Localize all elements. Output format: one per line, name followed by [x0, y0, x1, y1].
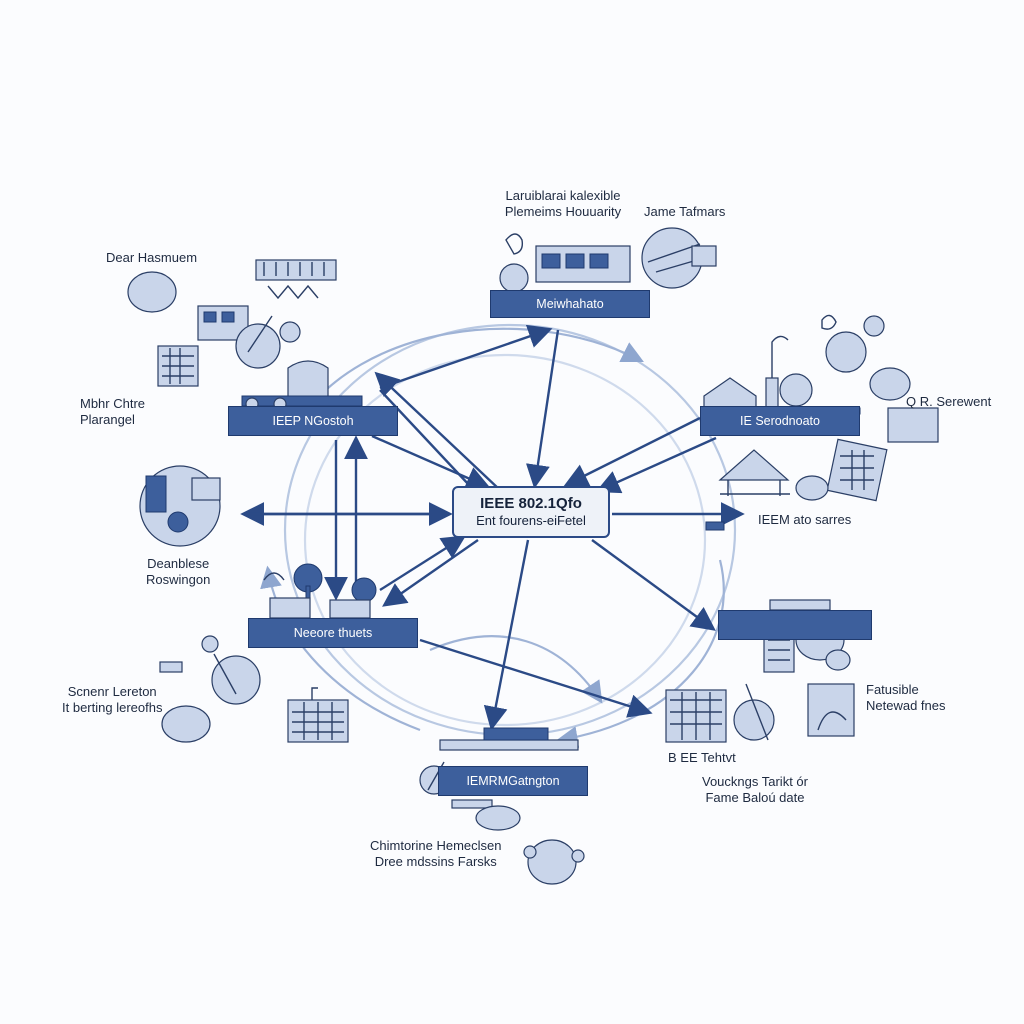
node-lower-left[interactable]: Neeore thuets: [248, 618, 418, 648]
arrow-top-to-center: [525, 329, 560, 489]
lower-left-node-icons: [263, 563, 377, 619]
arrow-center-to-lowerright: [591, 539, 716, 631]
node-lower-right[interactable]: [718, 610, 872, 640]
node-right[interactable]: IE Serodnoato: [700, 406, 860, 436]
arrow-center-to-bottom: [483, 539, 530, 731]
node-top[interactable]: Meiwhahato: [490, 290, 650, 318]
center-title: IEEE 802.1Qfo: [480, 495, 582, 513]
center-subtitle: Ent fourens-eiFetel: [476, 513, 586, 529]
arrow-top-link: [379, 324, 553, 390]
arrow-center-to-lowerleft: [382, 539, 479, 607]
upper-left-icons: [127, 259, 363, 411]
arrow-topleft-to-center: [371, 434, 491, 490]
ring-arc-2: [555, 559, 725, 748]
node-bottom[interactable]: IEMRMGatngton: [438, 766, 588, 796]
right-mid-icons: [705, 438, 888, 531]
label-left-mid: Deanblese Roswingon: [146, 556, 211, 588]
label-bee: B EE Tehtvt: [668, 750, 736, 765]
label-top-title: Laruiblarai kalexible Plemeims Houuarity: [504, 188, 622, 220]
label-right-mid: IEEM ato sarres: [758, 512, 852, 527]
ring-arc-4: [429, 635, 603, 704]
ring-arc-3: [260, 565, 421, 732]
top-node-icons: [499, 227, 717, 293]
lower-left-icons: [159, 635, 349, 743]
label-top-right: Jame Tafmars: [644, 204, 726, 219]
left-mid-icons: [139, 465, 221, 547]
center-node[interactable]: IEEE 802.1Qfo Ent fourens-eiFetel: [452, 486, 610, 538]
label-upper-left: Dear Hasmuem: [106, 250, 198, 265]
arrow-right-to-center: [563, 416, 701, 487]
label-bottom-right: Vouckngs Tarikt ór Fame Baloú date: [702, 774, 808, 806]
ring-arc-1: [299, 327, 644, 421]
arrow-right-to-center-2: [595, 436, 717, 494]
label-left-upper: Mbhr Chtre Plarangel: [80, 396, 146, 428]
label-bottom: Chimtorine Hemeclsen Dree mdssins Farsks: [370, 838, 502, 870]
arrow-lowerleft-to-right: [419, 638, 653, 718]
node-upper-left[interactable]: IEEP NGostoh: [228, 406, 398, 436]
arrow-center-to-top: [379, 389, 471, 487]
label-right-upper: Q R. Serewent: [906, 394, 992, 409]
label-right-lower: Fatusible Netewad fnes: [866, 682, 946, 714]
arrow-lowerleft-to-center: [379, 535, 467, 592]
label-lower-left: Scnenr Lereton It berting lereofhs: [62, 684, 163, 716]
